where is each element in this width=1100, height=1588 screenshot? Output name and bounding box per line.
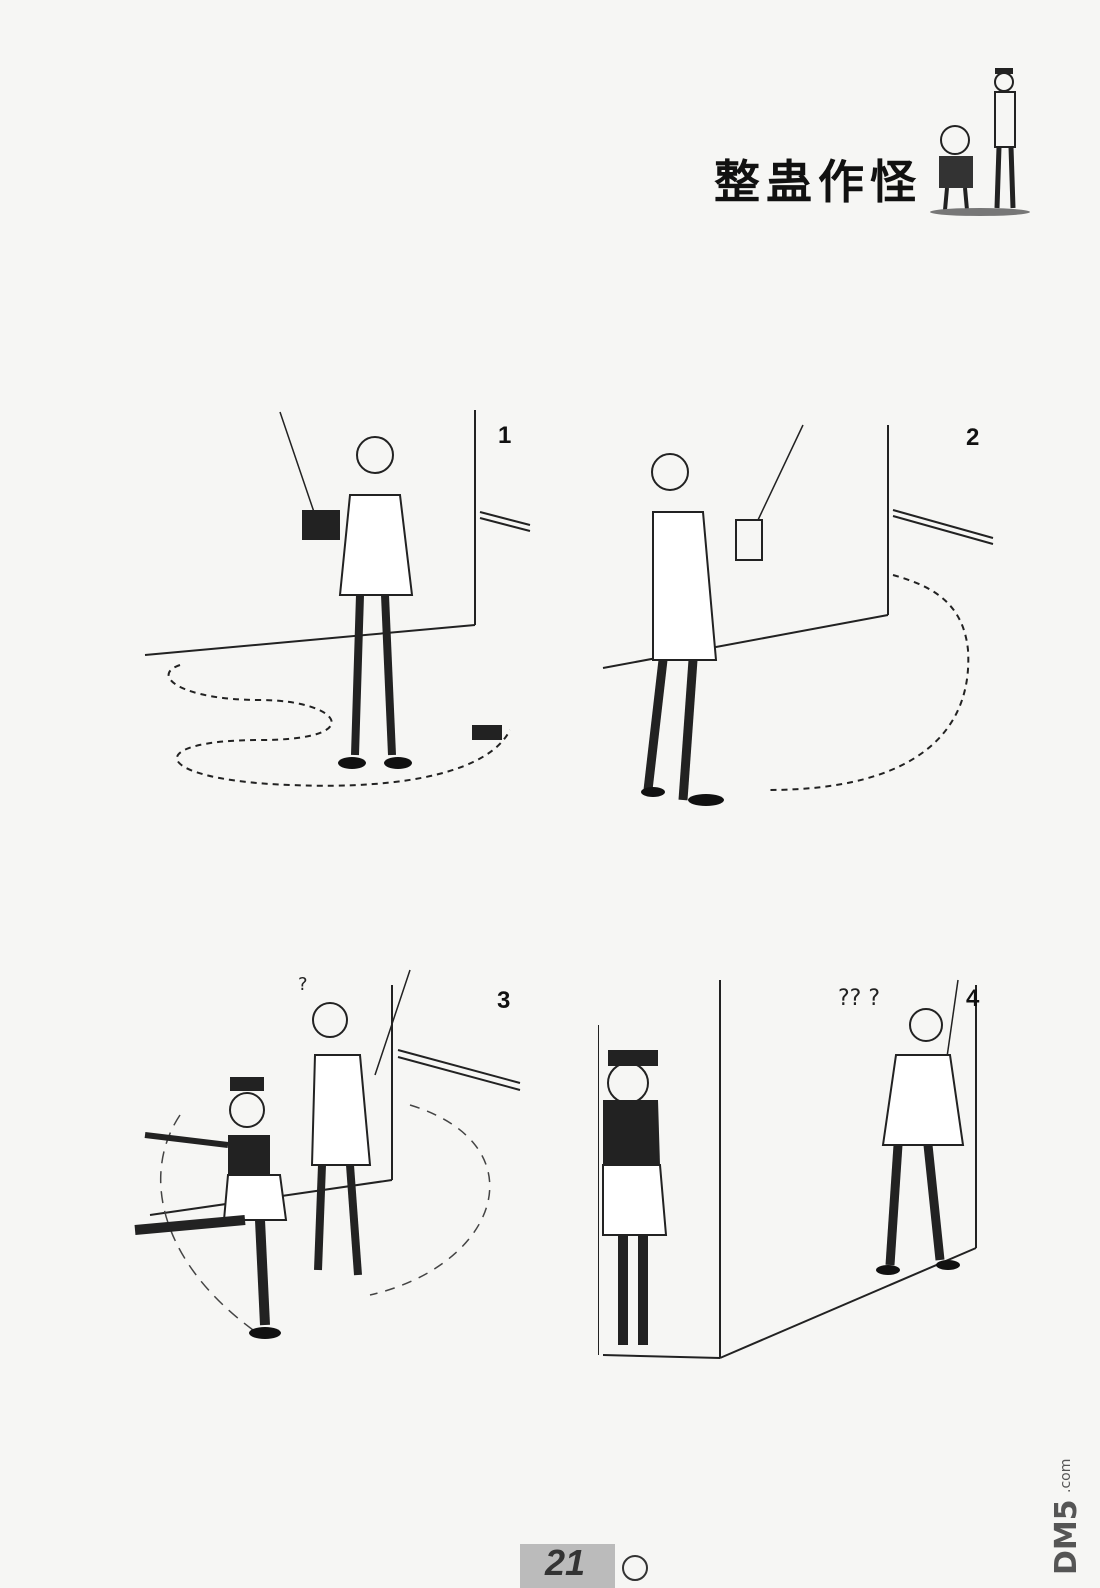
footer-banner [520, 1544, 648, 1588]
header-characters-illustration [930, 68, 1030, 216]
panel-1-number: 1 [498, 422, 512, 449]
page-number: 21 [545, 1542, 586, 1583]
panel-4: ?? ? 4 [598, 965, 998, 1365]
panel-2-illustration [602, 424, 994, 806]
panel-1: 1 [140, 400, 540, 820]
panel-4-number: 4 [966, 985, 980, 1012]
panel-2-number: 2 [966, 424, 980, 451]
panel-3-illustration: ? [134, 969, 521, 1339]
panel-3: ? 3 [120, 965, 540, 1365]
watermark-brand: DM5 [1049, 1499, 1084, 1575]
panel-4-illustration: ?? ? [598, 979, 977, 1359]
panel-4-question-marks: ?? ? [838, 986, 880, 1011]
page-title: 整蛊作怪 [714, 155, 922, 209]
panel-2: 2 [598, 400, 998, 820]
watermark-domain: .com [1058, 1459, 1074, 1493]
dm5-watermark-logo: DM5 .com [1049, 1459, 1084, 1575]
panel-3-number: 3 [497, 987, 511, 1014]
panel-3-question-marks: ? [298, 974, 308, 995]
panel-1-illustration [144, 410, 531, 787]
